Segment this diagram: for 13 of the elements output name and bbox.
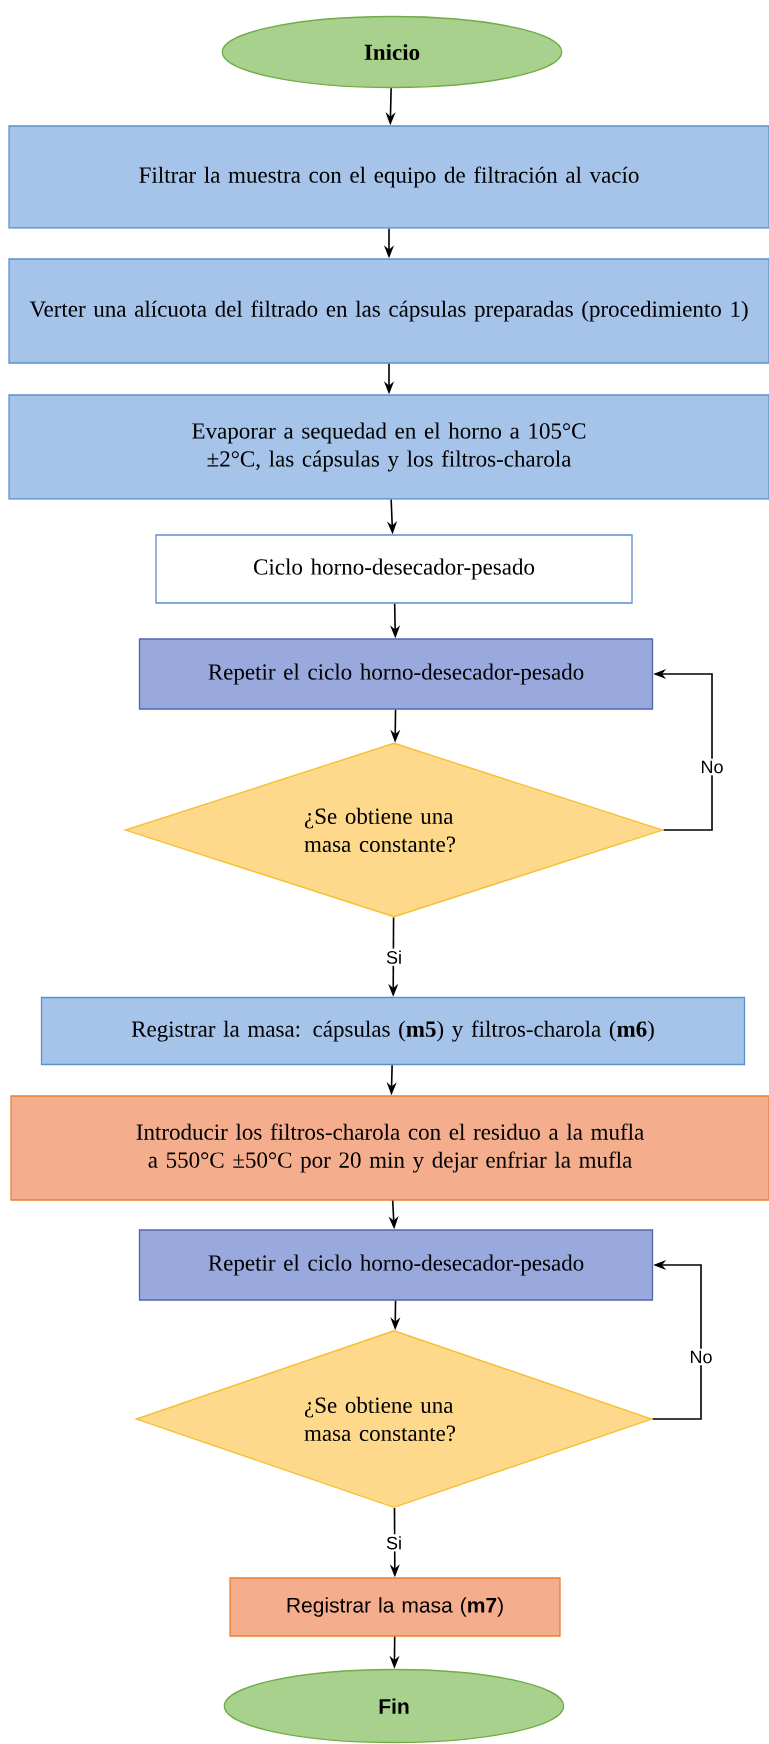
edge-label: Si (384, 1534, 404, 1552)
process-box: Introducir los filtros-charola con el residuo a la mufla a 550°C ±50°C por 20 min y dejar enfriar la mufla (10, 1095, 769, 1201)
edge-label: No (698, 758, 726, 776)
process-box: Repetir el ciclo horno-desecador-pesado (138, 1229, 654, 1301)
process-box: Filtrar la muestra con el equipo de filtración al vacío (8, 125, 769, 229)
process-box: Registrar la masa: cápsulas (m5) y filtros-charola (m6) (40, 996, 746, 1066)
process-box: Ciclo horno-desecador-pesado (155, 534, 633, 604)
process-box: Registrar la masa (m7) (229, 1577, 561, 1637)
process-box: Repetir el ciclo horno-desecador-pesado (138, 638, 654, 710)
edge-label: Si (384, 948, 404, 966)
process-box: Verter una alícuota del filtrado en las cápsulas preparadas (procedimiento 1) (8, 258, 769, 364)
process-box: Evaporar a sequedad en el horno a 105°C ±2°C, las cápsulas y los filtros-charola (8, 394, 769, 500)
edge-label: No (687, 1348, 715, 1366)
